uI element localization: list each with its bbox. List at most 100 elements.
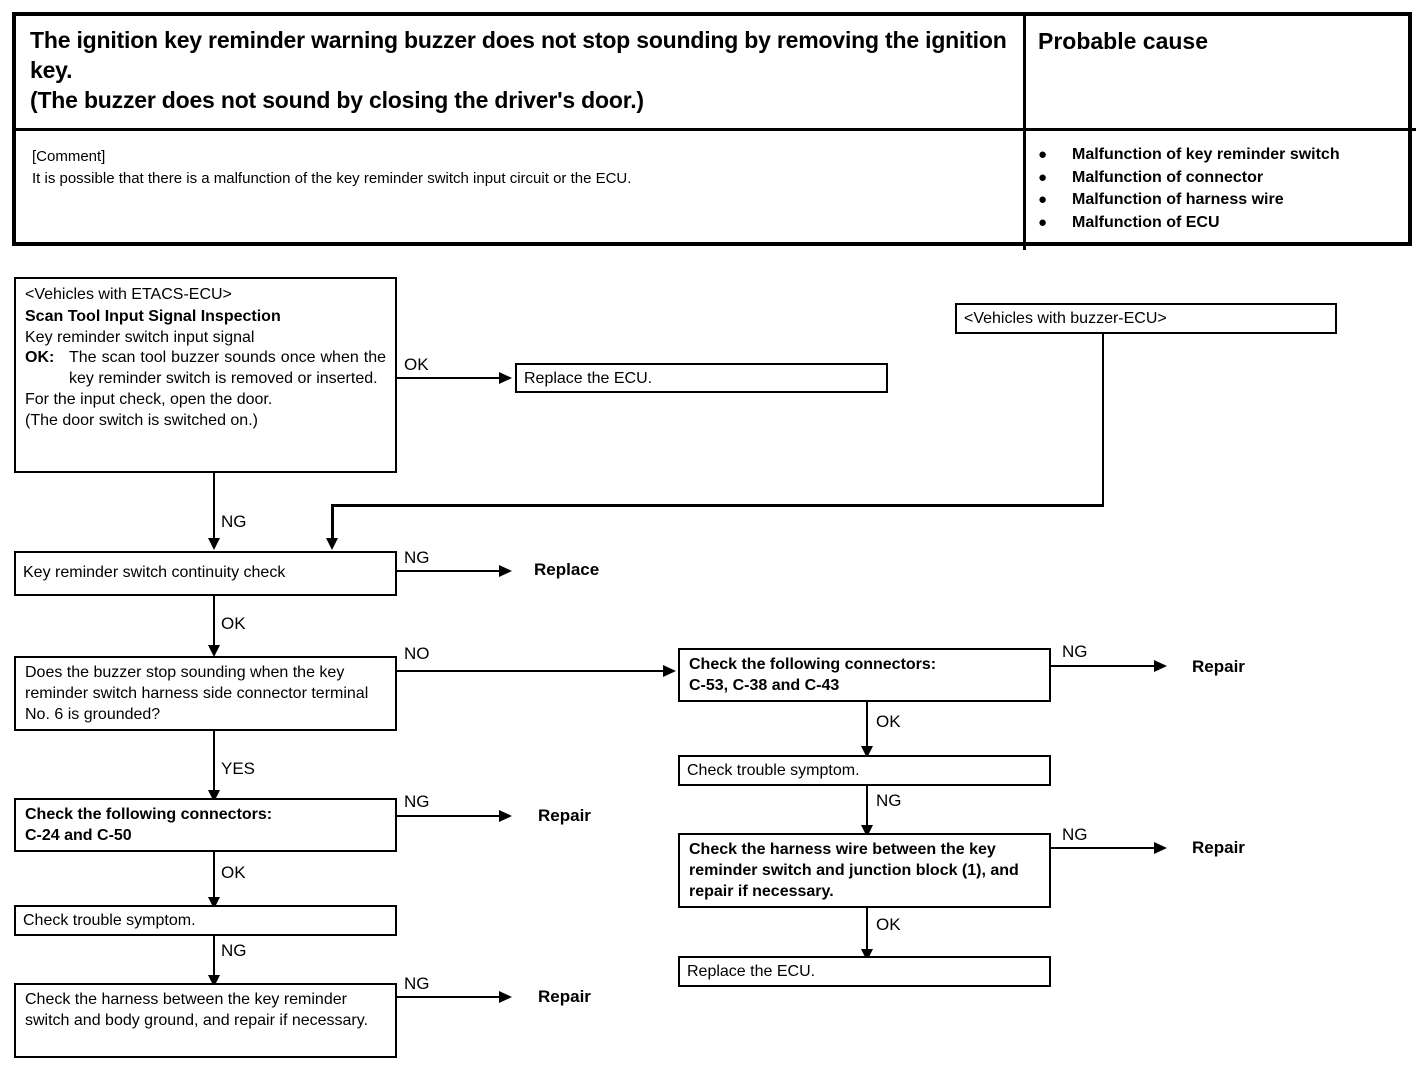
harness-junction-block-box: Check the harness wire between the key r…	[678, 833, 1051, 908]
continuity-check-box: Key reminder switch continuity check	[14, 551, 397, 596]
ground-question-box: Does the buzzer stop sounding when the k…	[14, 656, 397, 731]
probable-cause-list: ● Malfunction of key reminder switch ● M…	[1038, 144, 1418, 235]
edge-label-ng-8: NG	[1062, 825, 1088, 844]
connector-ng-8	[1051, 847, 1156, 849]
bullet-icon: ●	[1038, 168, 1048, 186]
ok-criteria-text: The scan tool buzzer sounds once when th…	[69, 349, 386, 388]
arrowhead-ng-8	[1154, 842, 1167, 854]
connector-buzzer-left	[331, 504, 1104, 507]
cause-text: Malfunction of key reminder switch	[1072, 146, 1340, 163]
comment-block: [Comment] It is possible that there is a…	[32, 146, 1007, 190]
bullet-icon: ●	[1038, 191, 1048, 209]
arrowhead-buzzer-into-continuity	[326, 538, 338, 550]
table-horizontal-divider	[16, 128, 1416, 131]
edge-label-ng-6: NG	[1062, 642, 1088, 661]
connector-ok-1	[397, 377, 501, 379]
connector-ng-3	[397, 815, 501, 817]
connector-ng-4	[213, 936, 215, 980]
scan-tool-title: Scan Tool Input Signal Inspection	[25, 307, 281, 325]
ok-label: OK:	[25, 349, 55, 367]
scan-tool-ok-criteria: OK: The scan tool buzzer sounds once whe…	[25, 348, 386, 390]
connector-ng-1	[213, 473, 215, 540]
arrowhead-ng-1	[208, 538, 220, 550]
buzzer-ecu-vehicle-note-box: <Vehicles with buzzer-ECU>	[955, 303, 1337, 334]
connector-no-1	[397, 670, 665, 672]
probable-cause-header: Probable cause	[1038, 28, 1209, 54]
connector-ng-5	[397, 996, 501, 998]
repair-label-1: Repair	[538, 806, 591, 825]
edge-label-no-1: NO	[404, 644, 430, 663]
scan-tool-inspection-box: <Vehicles with ETACS-ECU> Scan Tool Inpu…	[14, 277, 397, 473]
bullet-icon: ●	[1038, 214, 1048, 232]
scan-tool-input-check-note: For the input check, open the door.	[25, 390, 273, 408]
cause-text: Malfunction of ECU	[1072, 214, 1220, 232]
connectors-right-box: Check the following connectors: C-53, C-…	[678, 648, 1051, 702]
arrowhead-ok-1	[499, 372, 512, 384]
arrowhead-ng-6	[1154, 660, 1167, 672]
scan-tool-door-switch-note: (The door switch is switched on.)	[25, 411, 258, 429]
list-item: ● Malfunction of key reminder switch	[1038, 144, 1418, 167]
connector-buzzer-down	[1102, 334, 1104, 506]
cause-text: Malfunction of harness wire	[1072, 191, 1284, 209]
table-vertical-divider	[1023, 16, 1026, 250]
etacs-vehicle-note: <Vehicles with ETACS-ECU>	[25, 286, 232, 303]
connector-ng-2	[397, 570, 501, 572]
replace-ecu-bottom-box: Replace the ECU.	[678, 956, 1051, 987]
repair-label-3: Repair	[1192, 657, 1245, 676]
arrowhead-ok-2	[208, 645, 220, 657]
edge-label-ng-5: NG	[404, 974, 430, 993]
connector-ng-7	[866, 786, 868, 830]
list-item: ● Malfunction of harness wire	[1038, 189, 1418, 212]
comment-label: [Comment]	[32, 148, 106, 165]
edge-label-ng-2: NG	[404, 548, 430, 567]
trouble-symptom-right-text: Check trouble symptom.	[687, 762, 860, 779]
edge-label-ng-7: NG	[876, 791, 902, 810]
edge-label-ok-1: OK	[404, 355, 429, 374]
connectors-right-list: C-53, C-38 and C-43	[689, 676, 840, 694]
continuity-check-text: Key reminder switch continuity check	[23, 564, 286, 582]
connectors-left-title: Check the following connectors:	[25, 806, 273, 823]
edge-label-ok-4: OK	[876, 712, 901, 731]
connectors-left-box: Check the following connectors: C-24 and…	[14, 798, 397, 852]
symptom-title: The ignition key reminder warning buzzer…	[30, 27, 1007, 113]
replace-label: Replace	[534, 560, 600, 579]
connector-ok-2	[213, 596, 215, 648]
harness-body-ground-text: Check the harness between the key remind…	[25, 991, 369, 1029]
trouble-symptom-right-box: Check trouble symptom.	[678, 755, 1051, 786]
edge-label-ok-3: OK	[221, 863, 246, 882]
connectors-right-title: Check the following connectors:	[689, 656, 937, 673]
buzzer-ecu-note-text: <Vehicles with buzzer-ECU>	[964, 310, 1167, 327]
list-item: ● Malfunction of ECU	[1038, 212, 1418, 235]
edge-label-ng-1: NG	[221, 512, 247, 531]
edge-label-yes-1: YES	[221, 759, 256, 778]
connector-ng-6	[1051, 665, 1156, 667]
connectors-left-list: C-24 and C-50	[25, 826, 132, 844]
harness-body-ground-box: Check the harness between the key remind…	[14, 983, 397, 1058]
connector-ok-3	[213, 852, 215, 900]
comment-text: It is possible that there is a malfuncti…	[32, 169, 632, 187]
replace-ecu-bottom-text: Replace the ECU.	[687, 963, 816, 980]
edge-label-ok-5: OK	[876, 915, 901, 934]
replace-ecu-top-box: Replace the ECU.	[515, 363, 888, 393]
cause-text: Malfunction of connector	[1072, 168, 1264, 186]
connector-yes-1	[213, 731, 215, 792]
repair-label-2: Repair	[538, 987, 591, 1006]
edge-label-ng-3: NG	[404, 792, 430, 811]
connector-buzzer-into-continuity	[331, 504, 334, 544]
arrowhead-ng-2	[499, 565, 512, 577]
edge-label-ng-4: NG	[221, 941, 247, 960]
replace-ecu-top-text: Replace the ECU.	[524, 370, 653, 387]
edge-label-ok-2: OK	[221, 614, 246, 633]
bullet-icon: ●	[1038, 146, 1048, 163]
connector-ok-4	[866, 702, 868, 750]
trouble-symptom-left-box: Check trouble symptom.	[14, 905, 397, 936]
trouble-symptom-left-text: Check trouble symptom.	[23, 912, 196, 929]
connector-ok-5	[866, 908, 868, 953]
symptom-table: The ignition key reminder warning buzzer…	[12, 12, 1416, 250]
arrowhead-ng-5	[499, 991, 512, 1003]
arrowhead-ng-3	[499, 810, 512, 822]
arrowhead-no-1	[663, 665, 676, 677]
harness-junction-block-text: Check the harness wire between the key r…	[689, 841, 1019, 900]
ground-question-text: Does the buzzer stop sounding when the k…	[25, 664, 369, 723]
